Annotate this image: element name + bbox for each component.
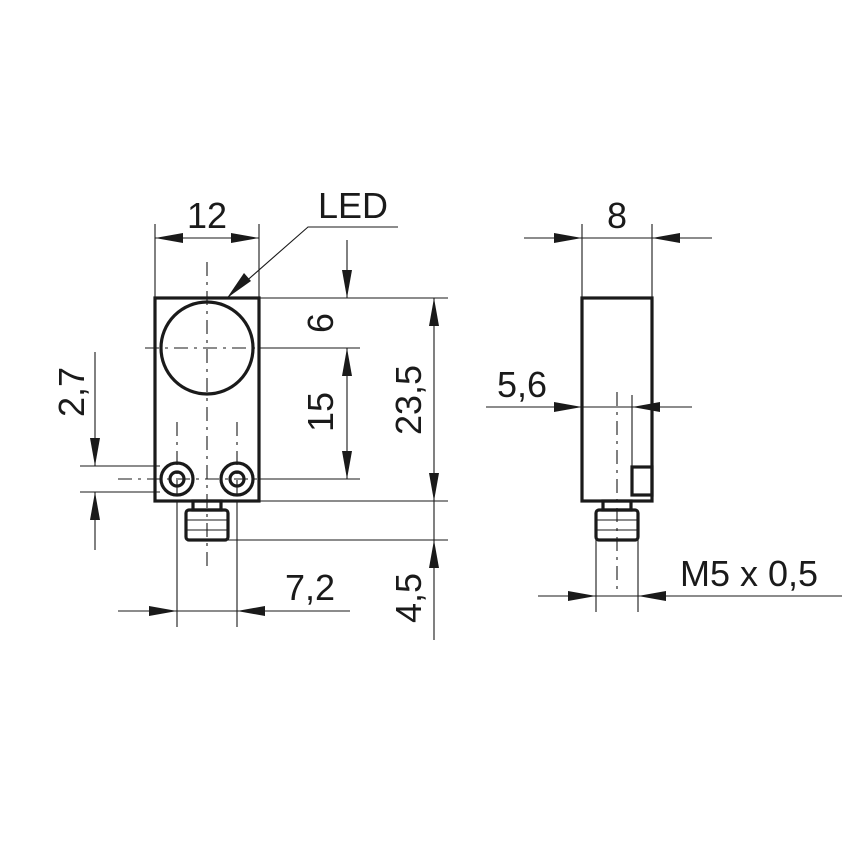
dimension-hole-to-led: 15 [300, 392, 352, 479]
dim-led-offset-label: 6 [300, 313, 341, 333]
dimension-connector-offset: 5,6 [486, 364, 692, 467]
dim-total-height-label: 23,5 [388, 365, 429, 435]
dimension-depth: 8 [524, 195, 712, 298]
dimension-connector-length: 4,5 [388, 501, 439, 640]
dimension-thread: M5 x 0,5 [538, 540, 842, 612]
dimension-total-height: 23,5 [388, 298, 439, 501]
dim-width-label: 12 [187, 195, 227, 236]
dim-connector-offset-label: 5,6 [497, 364, 547, 405]
dimension-width: 12 [154, 195, 260, 298]
dim-hole-spacing-label: 7,2 [285, 567, 335, 608]
dim-connector-length-label: 4,5 [388, 573, 429, 623]
dimension-led-offset: 6 [300, 240, 352, 479]
dim-hole-offset-label: 2,7 [51, 367, 92, 417]
front-view [118, 262, 270, 572]
led-callout: LED [226, 185, 398, 299]
dim-thread-label: M5 x 0,5 [680, 553, 818, 594]
side-view [580, 296, 654, 590]
dim-hole-to-led-label: 15 [300, 392, 341, 432]
dimension-hole-offset: 2,7 [51, 352, 160, 550]
dimension-hole-spacing: 7,2 [118, 500, 350, 627]
dim-depth-label: 8 [607, 195, 627, 236]
led-label: LED [318, 185, 388, 226]
led-window-side [630, 465, 654, 497]
